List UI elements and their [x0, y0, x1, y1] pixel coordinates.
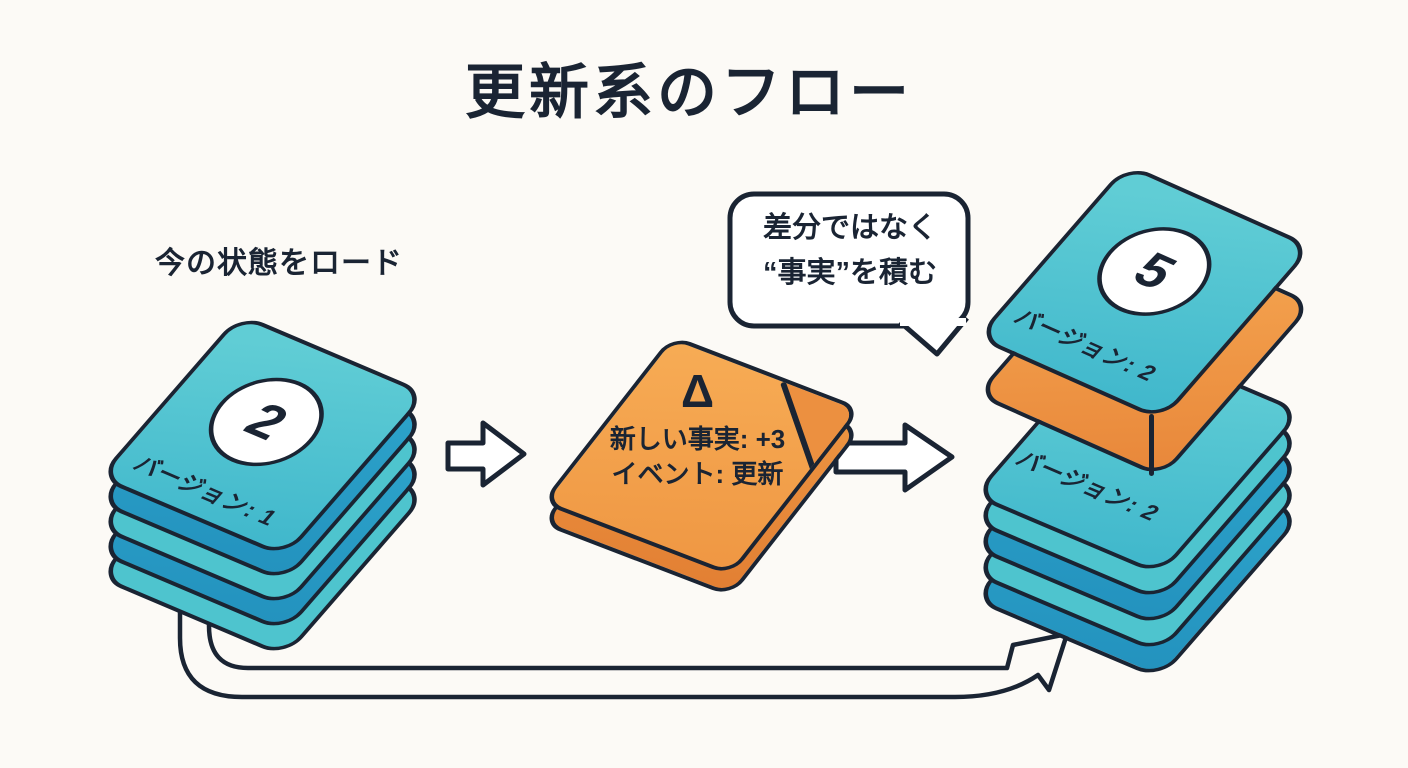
delta-card-text: Δ 新しい事実: +3 イベント: 更新 [565, 366, 830, 492]
version-count-badge: 5 [1074, 211, 1235, 332]
speech-bubble-text: 差分ではなく “事実”を積む [740, 206, 960, 296]
load-state-label: 今の状態をロード [155, 247, 403, 280]
version-count-badge: 2 [185, 362, 347, 482]
speech-bubble [727, 191, 971, 357]
bubble-line-2: “事実”を積む [762, 257, 937, 289]
page-title: 更新系のフロー [465, 59, 913, 126]
fact-line: 新しい事実: +3 [609, 424, 786, 454]
arrow-right-icon [833, 422, 955, 493]
badge-value: 5 [1121, 242, 1188, 301]
event-line: イベント: 更新 [611, 459, 784, 489]
delta-symbol: Δ [680, 365, 715, 417]
badge-value: 2 [232, 393, 300, 451]
bubble-line-1: 差分ではなく [762, 212, 937, 244]
box-front-edge [1149, 414, 1154, 476]
arrow-right-icon [445, 420, 527, 488]
